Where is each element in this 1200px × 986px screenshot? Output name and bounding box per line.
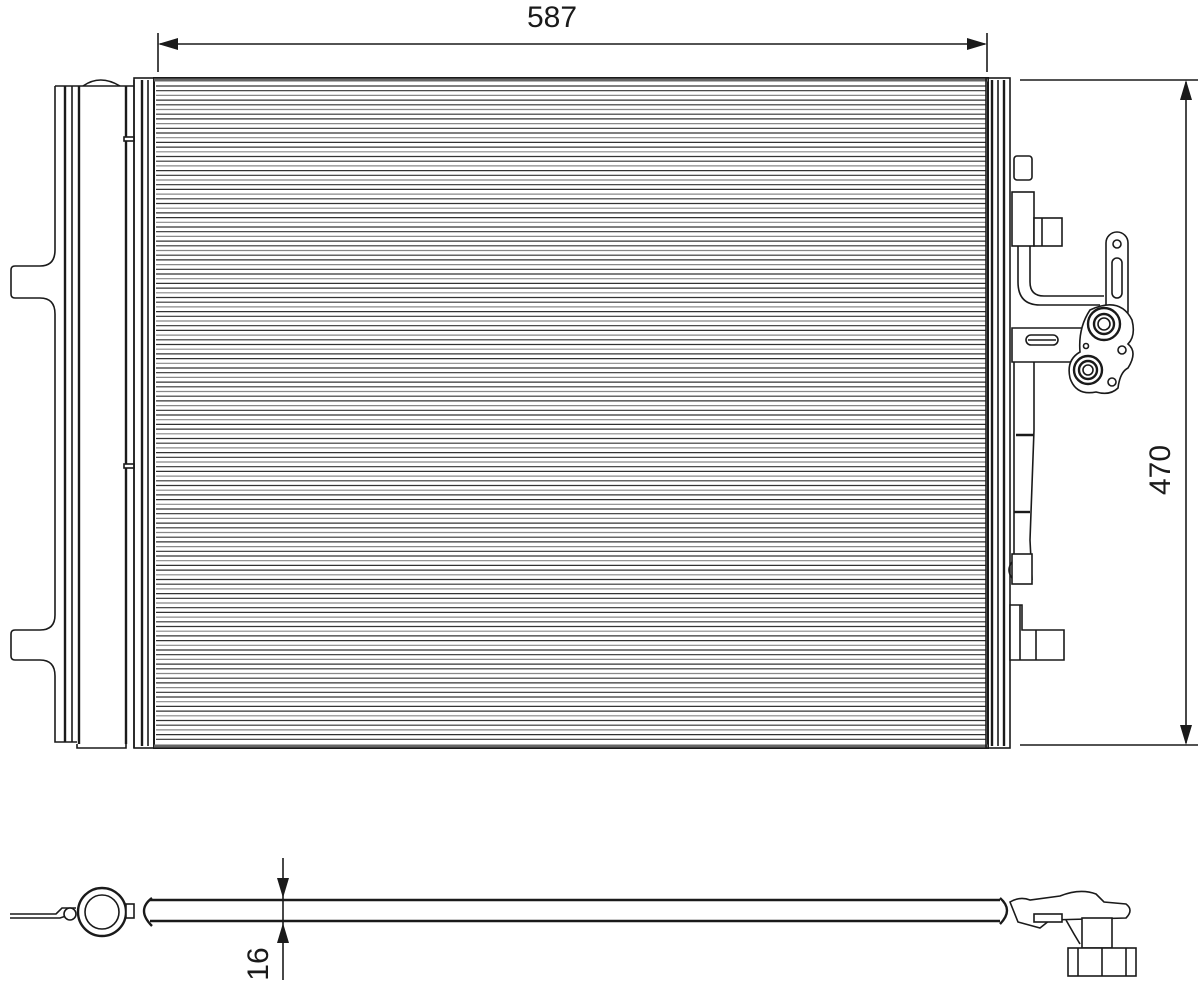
right-header [985, 77, 1011, 749]
left-tank [10, 79, 135, 749]
top-view: 16 [10, 858, 1137, 981]
height-dimension-label: 470 [1144, 445, 1177, 495]
right-piping [1008, 155, 1135, 661]
width-dimension: 587 [157, 1, 988, 72]
height-dimension: 470 [1020, 79, 1198, 746]
condenser-core [153, 77, 989, 749]
depth-dimension-label: 16 [242, 947, 275, 980]
width-dimension-label: 587 [527, 1, 577, 34]
